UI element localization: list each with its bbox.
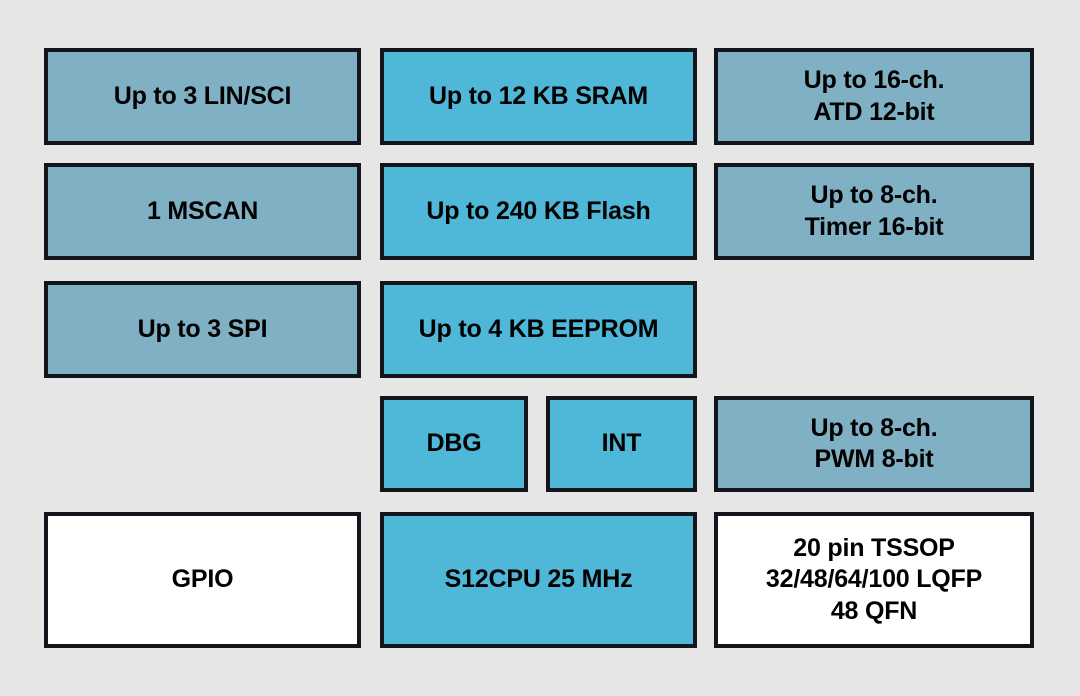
block-eeprom: Up to 4 KB EEPROM xyxy=(380,281,697,378)
block-eeprom-label: Up to 4 KB EEPROM xyxy=(418,314,659,343)
block-pwm: Up to 8-ch. PWM 8-bit xyxy=(714,396,1034,492)
block-sram: Up to 12 KB SRAM xyxy=(380,48,697,145)
block-lin-sci-label: Up to 3 LIN/SCI xyxy=(113,81,292,110)
block-atd-label: Up to 16-ch. ATD 12-bit xyxy=(803,66,945,126)
block-cpu-label: S12CPU 25 MHz xyxy=(444,565,633,594)
block-gpio-label: GPIO xyxy=(171,565,234,594)
block-mscan: 1 MSCAN xyxy=(44,163,361,260)
block-pwm-label: Up to 8-ch. PWM 8-bit xyxy=(810,413,938,474)
block-cpu: S12CPU 25 MHz xyxy=(380,512,697,648)
block-spi-label: Up to 3 SPI xyxy=(137,314,268,343)
block-lin-sci: Up to 3 LIN/SCI xyxy=(44,48,361,145)
block-flash-label: Up to 240 KB Flash xyxy=(426,196,651,225)
block-dbg: DBG xyxy=(380,396,528,492)
block-flash: Up to 240 KB Flash xyxy=(380,163,697,260)
block-package: 20 pin TSSOP 32/48/64/100 LQFP 48 QFN xyxy=(714,512,1034,648)
block-package-label: 20 pin TSSOP 32/48/64/100 LQFP 48 QFN xyxy=(765,533,983,625)
block-spi: Up to 3 SPI xyxy=(44,281,361,378)
block-mscan-label: 1 MSCAN xyxy=(146,196,259,225)
block-dbg-label: DBG xyxy=(426,429,482,458)
block-gpio: GPIO xyxy=(44,512,361,648)
block-timer-label: Up to 8-ch. Timer 16-bit xyxy=(804,181,944,241)
block-atd: Up to 16-ch. ATD 12-bit xyxy=(714,48,1034,145)
block-int: INT xyxy=(546,396,697,492)
block-int-label: INT xyxy=(601,429,642,458)
block-sram-label: Up to 12 KB SRAM xyxy=(428,81,649,110)
block-timer: Up to 8-ch. Timer 16-bit xyxy=(714,163,1034,260)
